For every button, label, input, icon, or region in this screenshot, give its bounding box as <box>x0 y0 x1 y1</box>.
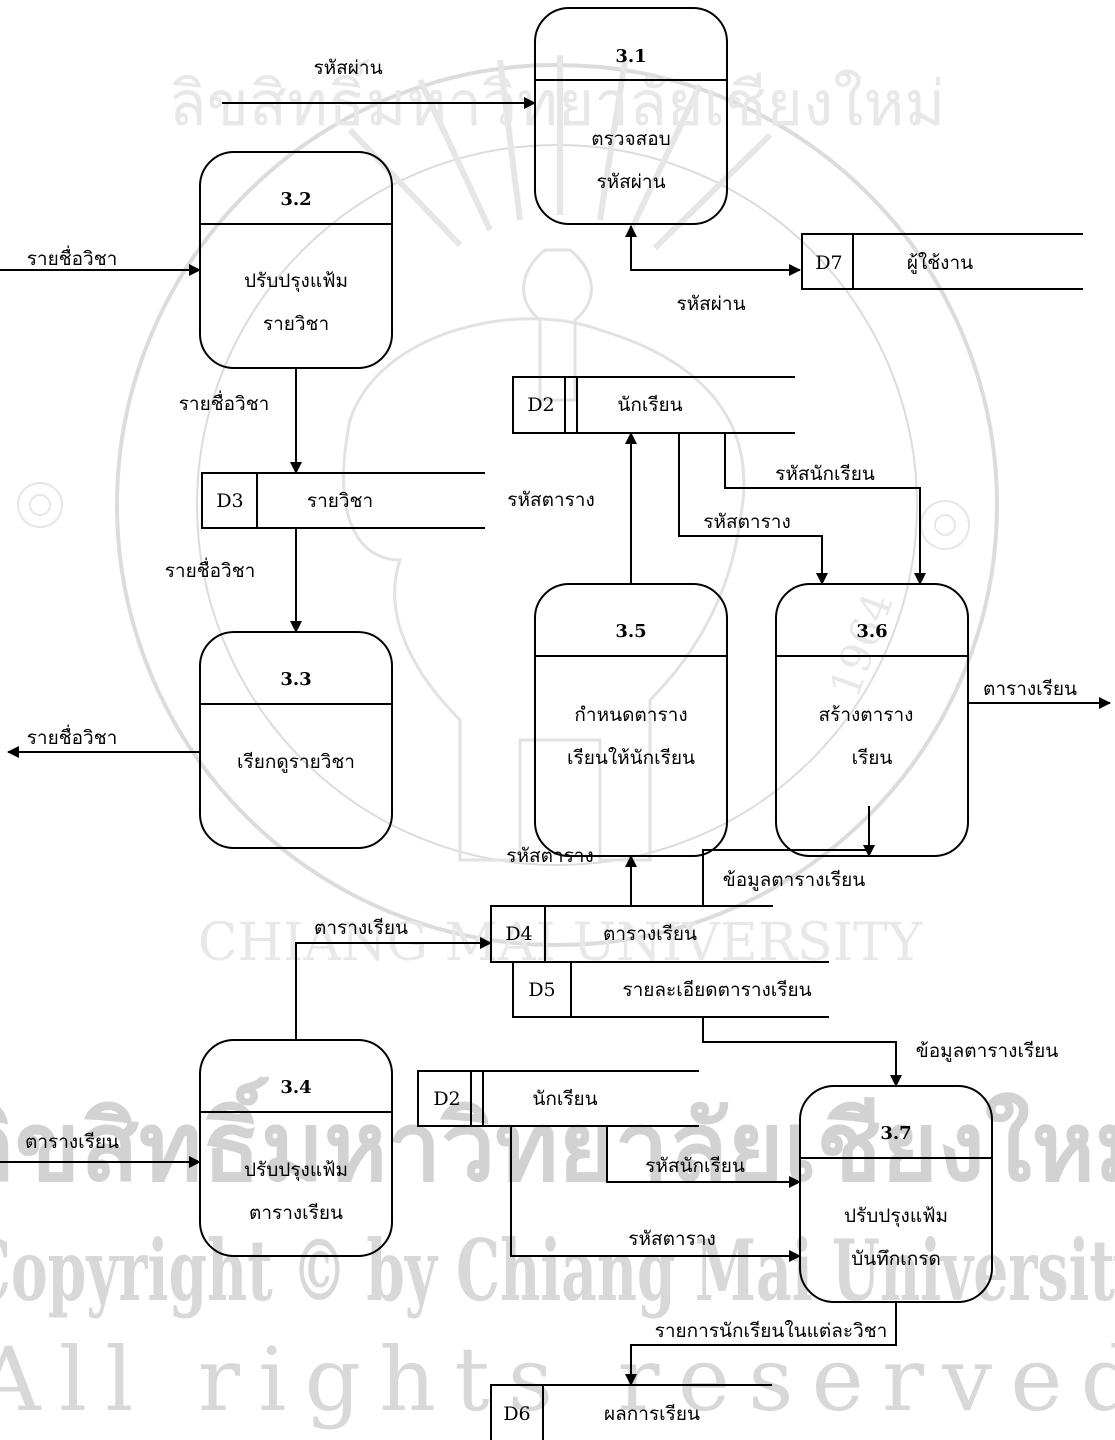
store-d3 <box>201 472 485 529</box>
flow-timetable-info-36 <box>702 845 875 906</box>
process-3-4-id: 3.4 <box>280 1077 311 1098</box>
store-d2-top-name: นักเรียน <box>617 394 682 416</box>
store-d5 <box>512 961 829 1018</box>
store-d4-id: D4 <box>505 923 532 945</box>
store-d2-bottom <box>417 1070 699 1127</box>
watermark-torch <box>522 248 593 402</box>
store-d3-name: รายวิชา <box>307 490 373 512</box>
store-d6-id: D6 <box>503 1403 530 1425</box>
process-3-3 <box>199 631 393 849</box>
watermark-year: 1964 <box>820 586 903 703</box>
process-3-4-label-1: ปรับปรุงแฟ้ม <box>244 1159 348 1182</box>
process-3-1-label-2: รหัสผ่าน <box>596 171 665 193</box>
flow-student-list-37 <box>625 1302 897 1386</box>
flow-timetable-info-37 <box>702 1017 902 1087</box>
label-course-in-32: รายชื่อวิชา <box>27 245 118 270</box>
process-3-1-label-1: ตรวจสอบ <box>591 128 670 150</box>
flow-schedule-id-37 <box>510 1126 801 1262</box>
label-course-out-33: รายชื่อวิชา <box>27 724 118 749</box>
store-d6 <box>490 1384 772 1440</box>
label-schedule-id-35: รหัสตาราง <box>507 489 595 511</box>
store-d2-top-id: D2 <box>527 394 554 416</box>
flow-timetable-34-d4 <box>295 937 492 1040</box>
watermark <box>17 55 999 947</box>
store-d2-bottom-name: นักเรียน <box>532 1088 597 1110</box>
store-d3-id: D3 <box>216 490 243 512</box>
label-timetable-in-34: ตารางเรียน <box>25 1131 119 1153</box>
process-3-5-label-2: เรียนให้นักเรียน <box>567 747 695 769</box>
process-3-3-label-1: เรียกดูรายวิชา <box>237 751 355 773</box>
label-timetable-info-37: ข้อมูลตารางเรียน <box>916 1040 1059 1062</box>
flow-student-id-37 <box>606 1126 801 1188</box>
watermark-line3: All rights reserved <box>0 1328 1115 1431</box>
store-d7 <box>801 233 1083 290</box>
process-3-2-label-2: รายวิชา <box>263 313 329 335</box>
watermark-arc-top-text: ลิขสิทธิ์มหาวิทยาลัยเชียงใหม่ <box>169 59 946 140</box>
watermark-elephant <box>342 317 746 862</box>
label-course-32-d3: รายชื่อวิชา <box>179 390 270 415</box>
store-d2-top <box>512 376 795 434</box>
label-timetable-34-d4: ตารางเรียน <box>314 917 408 939</box>
process-3-5-id: 3.5 <box>615 621 646 642</box>
process-3-2-id: 3.2 <box>280 189 311 210</box>
label-student-id-36: รหัสนักเรียน <box>775 463 875 485</box>
label-password-d7: รหัสผ่าน <box>676 293 745 315</box>
process-3-2 <box>199 151 393 369</box>
process-3-4-label-2: ตารางเรียน <box>249 1202 343 1224</box>
watermark-sun-rays <box>347 55 773 251</box>
label-password-in: รหัสผ่าน <box>313 57 382 79</box>
store-d7-name: ผู้ใช้งาน <box>907 252 973 274</box>
process-3-6-id: 3.6 <box>856 621 887 642</box>
label-student-list-37: รายการนักเรียนในแต่ละวิชา <box>655 1320 888 1342</box>
process-3-6-label-2: เรียน <box>852 747 893 769</box>
store-d2-bottom-id: D2 <box>433 1088 460 1110</box>
flow-student-id-36 <box>724 433 926 585</box>
watermark-line1: ลิขสิทธิ์มหาวิทยาลัยเชียงใหม่ <box>0 1076 1115 1203</box>
watermark-right-flower <box>920 500 970 550</box>
store-d6-name: ผลการเรียน <box>604 1403 700 1425</box>
process-3-1 <box>534 7 728 225</box>
label-timetable-out-36: ตารางเรียน <box>983 678 1077 700</box>
watermark-line2: Copyright © by Chiang Mai University <box>0 1221 1115 1320</box>
label-course-d3-33: รายชื่อวิชา <box>165 557 256 582</box>
process-3-7-label-2: บันทึกเกรด <box>851 1248 941 1270</box>
store-d7-id: D7 <box>815 252 842 274</box>
watermark-left-flower <box>17 482 63 528</box>
flow-schedule-id-36 <box>678 433 828 585</box>
process-3-3-id: 3.3 <box>280 669 311 690</box>
label-schedule-id-d4-35: รหัสตาราง <box>506 845 594 867</box>
label-schedule-id-37: รหัสตาราง <box>628 1228 716 1250</box>
label-schedule-id-36: รหัสตาราง <box>703 511 791 533</box>
process-3-5-label-1: กำหนดตาราง <box>574 704 687 726</box>
label-student-id-37: รหัสนักเรียน <box>645 1155 745 1177</box>
label-timetable-info-36: ข้อมูลตารางเรียน <box>723 869 866 891</box>
process-3-7-label-1: ปรับปรุงแฟ้ม <box>844 1205 948 1228</box>
process-3-6-label-1: สร้างตาราง <box>819 704 914 726</box>
process-3-2-label-1: ปรับปรุงแฟ้ม <box>244 270 348 293</box>
store-d4-name: ตารางเรียน <box>603 923 697 945</box>
process-3-1-id: 3.1 <box>615 46 646 67</box>
process-3-7-id: 3.7 <box>880 1123 911 1144</box>
store-d5-name: รายละเอียดตารางเรียน <box>622 979 811 1001</box>
store-d5-id: D5 <box>528 979 555 1001</box>
